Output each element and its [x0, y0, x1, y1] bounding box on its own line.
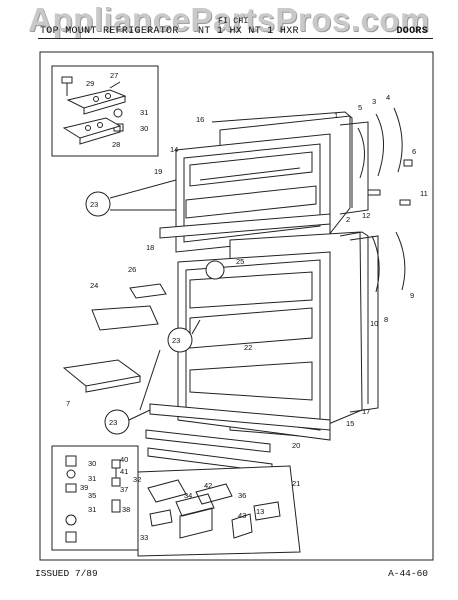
- part-label: 5: [358, 103, 362, 112]
- part-label: 25: [236, 257, 244, 266]
- part-label: 16: [196, 115, 204, 124]
- part-label: 33: [140, 533, 148, 542]
- watermark: AppliancePartsPros.com: [28, 1, 430, 38]
- part-label: 23: [90, 200, 98, 209]
- part-label: 31: [88, 474, 96, 483]
- part-label: 21: [292, 479, 300, 488]
- part-label: 11: [420, 189, 428, 198]
- part-label: 20: [292, 441, 300, 450]
- issued-date: ISSUED 7/89: [35, 568, 98, 579]
- part-label: 14: [170, 145, 178, 154]
- part-label: 13: [256, 507, 264, 516]
- part-label: 31: [88, 505, 96, 514]
- bracket-parts: [147, 479, 281, 539]
- part-label: 6: [412, 147, 416, 156]
- part-label: 10: [370, 319, 378, 328]
- part-label: 28: [112, 140, 120, 149]
- part-label: 38: [122, 505, 130, 514]
- fresh-food-gasket: [349, 235, 379, 413]
- part-numbers: 29 27 31 30 28 16 1 5 3 4 6 14 19 23 2 1…: [66, 71, 428, 542]
- part-label: 40: [120, 455, 128, 464]
- lower-hinge-parts: [65, 455, 121, 543]
- part-label: 26: [128, 265, 136, 274]
- part-label: 39: [80, 483, 88, 492]
- part-label: 27: [110, 71, 118, 80]
- part-label: 2: [346, 215, 350, 224]
- page-code: A-44-60: [388, 568, 428, 579]
- part-label: 1: [334, 111, 338, 120]
- part-label: 32: [133, 475, 141, 484]
- part-label: 22: [244, 343, 252, 352]
- part-label: 24: [90, 281, 98, 290]
- model-label: NT 1 HX NT 1 HXR: [198, 26, 299, 37]
- part-label: 30: [88, 459, 96, 468]
- part-label: 37: [120, 485, 128, 494]
- header-rule: [38, 38, 433, 39]
- part-label: 3: [372, 97, 376, 106]
- document-title: TOP MOUNT REFRIGERATOR: [40, 26, 179, 37]
- hinge-inset-parts: [61, 76, 127, 145]
- model-top-label: FI CHI: [218, 17, 249, 26]
- model-numbers: FI CHI NT 1 HX NT 1 HXR: [198, 17, 299, 37]
- part-label: 18: [146, 243, 154, 252]
- egg-tray: [62, 359, 142, 387]
- part-label: 19: [154, 167, 162, 176]
- part-label: 34: [184, 491, 192, 500]
- part-label: 30: [140, 124, 148, 133]
- part-label: 15: [346, 419, 354, 428]
- section-title: DOORS: [396, 26, 428, 37]
- door-trim-strip: [159, 213, 331, 239]
- bottom-trim-strip: [149, 403, 331, 431]
- part-label: 29: [86, 79, 94, 88]
- part-label: 4: [386, 93, 390, 102]
- diagram-frame: [39, 51, 434, 561]
- part-label: 12: [362, 211, 370, 220]
- part-label: 35: [88, 491, 96, 500]
- handle-strip: [145, 429, 271, 453]
- part-label: 8: [384, 315, 388, 324]
- part-label: 31: [140, 108, 148, 117]
- part-label: 41: [120, 467, 128, 476]
- door-handles: [357, 107, 413, 293]
- fresh-food-door: [177, 231, 369, 441]
- bracket-box: [137, 465, 301, 557]
- dairy-door: [129, 283, 167, 299]
- part-label: 7: [66, 399, 70, 408]
- part-label: 43: [238, 511, 246, 520]
- part-label: 17: [362, 407, 370, 416]
- part-label: 42: [204, 481, 212, 490]
- part-label: 23: [172, 336, 180, 345]
- part-label: 9: [410, 291, 414, 300]
- dairy-compartment: [91, 305, 159, 331]
- part-label: 23: [109, 418, 117, 427]
- hinge-inset-box: [51, 65, 159, 157]
- freezer-gasket: [339, 121, 369, 215]
- detail-callouts: [85, 179, 201, 435]
- part-label: 36: [238, 491, 246, 500]
